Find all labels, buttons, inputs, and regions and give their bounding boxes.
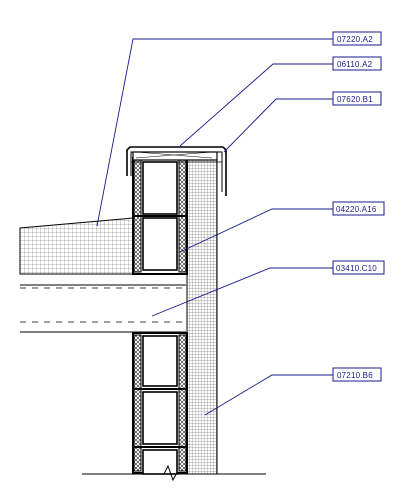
- keynote-tag-04220[interactable]: 04220.A16: [332, 201, 385, 216]
- roof-slab: [20, 284, 186, 333]
- parapet-coping: [126, 146, 227, 196]
- keynote-text: 07210.B6: [337, 371, 373, 380]
- keynote-tag-07620[interactable]: 07620.B1: [332, 91, 382, 106]
- keynote-tag-07220[interactable]: 07220.A2: [332, 31, 382, 46]
- keynote-tag-03410[interactable]: 03410.C10: [332, 260, 385, 275]
- keynote-text: 06110.A2: [337, 60, 373, 69]
- masonry-wall-lower: [132, 332, 188, 475]
- exterior-wall-insulation: [186, 157, 218, 475]
- break-line: [82, 464, 266, 482]
- roof-insulation: [19, 217, 134, 275]
- keynote-tag-06110[interactable]: 06110.A2: [332, 56, 382, 71]
- keynote-text: 04220.A16: [336, 205, 377, 214]
- keynote-tag-07210[interactable]: 07210.B6: [332, 367, 382, 382]
- masonry-wall-upper: [132, 157, 188, 275]
- keynote-text: 07620.B1: [337, 95, 373, 104]
- leader-lines: [96, 38, 333, 416]
- keynote-text: 07220.A2: [337, 35, 373, 44]
- keynote-text: 03410.C10: [336, 264, 377, 273]
